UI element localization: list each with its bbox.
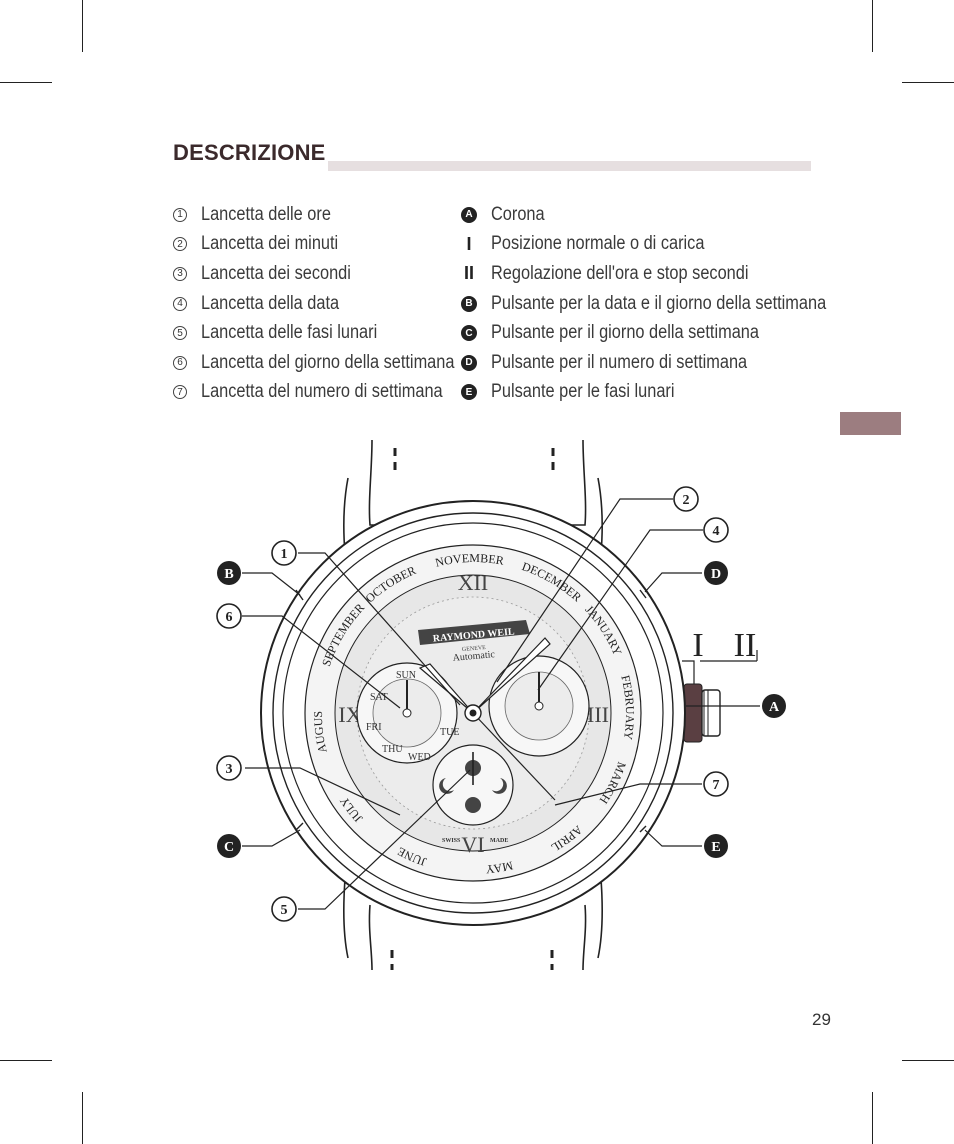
- list-item-label: Lancetta del giorno della settimana: [201, 351, 455, 373]
- svg-text:3: 3: [226, 762, 233, 777]
- letter-marker: B: [461, 295, 477, 312]
- number-marker: 3: [173, 266, 187, 281]
- svg-text:II: II: [734, 627, 757, 664]
- letter-marker: D: [461, 354, 477, 371]
- svg-text:7: 7: [713, 778, 720, 793]
- svg-text:5: 5: [281, 903, 288, 918]
- list-item: B Pulsante per la data e il giorno della …: [461, 289, 881, 319]
- section-tab: [840, 412, 901, 435]
- list-item-label: Lancetta della data: [201, 292, 340, 314]
- number-marker: 7: [173, 385, 187, 400]
- letter-marker: E: [461, 384, 477, 401]
- svg-text:Automatic: Automatic: [452, 649, 496, 664]
- list-item-label: Corona: [491, 203, 545, 225]
- crown: [683, 683, 721, 743]
- number-callouts: 1 2 3 4 5 6 7: [216, 486, 729, 922]
- list-item: D Pulsante per il numero di settimana: [461, 348, 881, 378]
- letter-callouts: B D C E A: [217, 561, 786, 858]
- month-label: NOVEMBER: [434, 551, 505, 570]
- hands-list: 1 Lancetta delle ore 2 Lancetta dei minuti…: [173, 200, 496, 407]
- svg-text:GENEVE: GENEVE: [462, 645, 487, 653]
- list-item-label: Lancetta dei secondi: [201, 262, 351, 284]
- svg-text:1: 1: [281, 547, 288, 562]
- swiss-made: SWISS MADE: [442, 838, 508, 844]
- svg-text:E: E: [711, 840, 720, 855]
- svg-text:4: 4: [713, 524, 720, 539]
- crop-mark: [0, 82, 52, 83]
- svg-text:A: A: [769, 700, 780, 715]
- crop-mark: [82, 0, 83, 52]
- svg-text:I: I: [692, 627, 703, 664]
- number-marker: 5: [173, 326, 187, 341]
- page-title: DESCRIZIONE: [173, 140, 326, 165]
- list-item: 4 Lancetta della data: [173, 289, 496, 319]
- page-number: 29: [812, 1010, 831, 1029]
- list-item-label: Lancetta delle ore: [201, 203, 331, 225]
- list-item: 1 Lancetta delle ore: [173, 200, 496, 230]
- watch-hands: [418, 637, 556, 801]
- title-rule: [328, 161, 811, 171]
- svg-text:SUN: SUN: [396, 670, 416, 681]
- svg-text:MADE: MADE: [490, 838, 508, 844]
- svg-text:B: B: [224, 567, 233, 582]
- svg-text:XII: XII: [458, 570, 489, 595]
- number-marker: 2: [173, 237, 187, 252]
- list-item: 6 Lancetta del giorno della settimana: [173, 348, 496, 378]
- roman-marker: II: [463, 263, 474, 284]
- list-item: C Pulsante per il giorno della settimana: [461, 318, 881, 348]
- month-label: FEBRUARY: [618, 674, 637, 741]
- letter-marker: A: [461, 206, 477, 223]
- svg-text:2: 2: [683, 493, 690, 508]
- svg-text:6: 6: [226, 610, 233, 625]
- number-marker: 4: [173, 296, 187, 311]
- list-item: E Pulsante per le fasi lunari: [461, 378, 881, 408]
- roman-marker: I: [466, 233, 472, 254]
- crop-mark: [902, 82, 954, 83]
- list-item-label: Regolazione dell'ora e stop secondi: [491, 262, 749, 284]
- date-subdial: [488, 655, 590, 757]
- month-label: MAY: [485, 858, 515, 876]
- crop-mark: [872, 0, 873, 52]
- letter-marker: C: [461, 325, 477, 342]
- list-item: I Posizione normale o di carica: [461, 230, 881, 260]
- svg-text:C: C: [224, 840, 234, 855]
- crop-mark: [872, 1092, 873, 1144]
- svg-text:TUE: TUE: [440, 727, 459, 738]
- list-item-label: Lancetta del numero di settimana: [201, 381, 443, 403]
- crop-mark: [902, 1060, 954, 1061]
- list-item: A Corona: [461, 200, 881, 230]
- list-item: 7 Lancetta del numero di settimana: [173, 378, 496, 408]
- crown-positions: I II: [692, 627, 756, 664]
- list-item: II Regolazione dell'ora e stop secondi: [461, 259, 881, 289]
- svg-text:VI: VI: [461, 832, 484, 857]
- svg-text:IX: IX: [338, 702, 361, 727]
- svg-text:SAT: SAT: [370, 692, 388, 703]
- list-item-label: Pulsante per la data e il giorno della s…: [491, 292, 827, 314]
- list-item-label: Pulsante per le fasi lunari: [491, 381, 675, 403]
- svg-text:THU: THU: [382, 744, 403, 755]
- list-item-label: Posizione normale o di carica: [491, 233, 705, 255]
- crop-mark: [0, 1060, 52, 1061]
- crop-mark: [82, 1092, 83, 1144]
- svg-text:SWISS: SWISS: [442, 838, 461, 844]
- number-marker: 6: [173, 355, 187, 370]
- list-item: 5 Lancetta delle fasi lunari: [173, 318, 496, 348]
- weekday-subdial: SAT SUN FRI THU WED TUE: [356, 662, 459, 764]
- number-marker: 1: [173, 207, 187, 222]
- svg-text:III: III: [587, 702, 609, 727]
- list-item: 3 Lancetta dei secondi: [173, 259, 496, 289]
- svg-text:FRI: FRI: [366, 722, 382, 733]
- list-item-label: Lancetta dei minuti: [201, 233, 339, 255]
- svg-text:D: D: [711, 567, 721, 582]
- controls-list: A Corona I Posizione normale o di carica I…: [461, 200, 881, 407]
- callout-leaders: [242, 498, 760, 910]
- list-item-label: Pulsante per il giorno della settimana: [491, 322, 759, 344]
- moonphase-subdial: [432, 744, 514, 826]
- list-item-label: Lancetta delle fasi lunari: [201, 322, 378, 344]
- svg-text:WED: WED: [408, 752, 431, 763]
- hour-markers: XII III VI IX: [338, 570, 609, 857]
- list-item-label: Pulsante per il numero di settimana: [491, 351, 748, 373]
- list-item: 2 Lancetta dei minuti: [173, 230, 496, 260]
